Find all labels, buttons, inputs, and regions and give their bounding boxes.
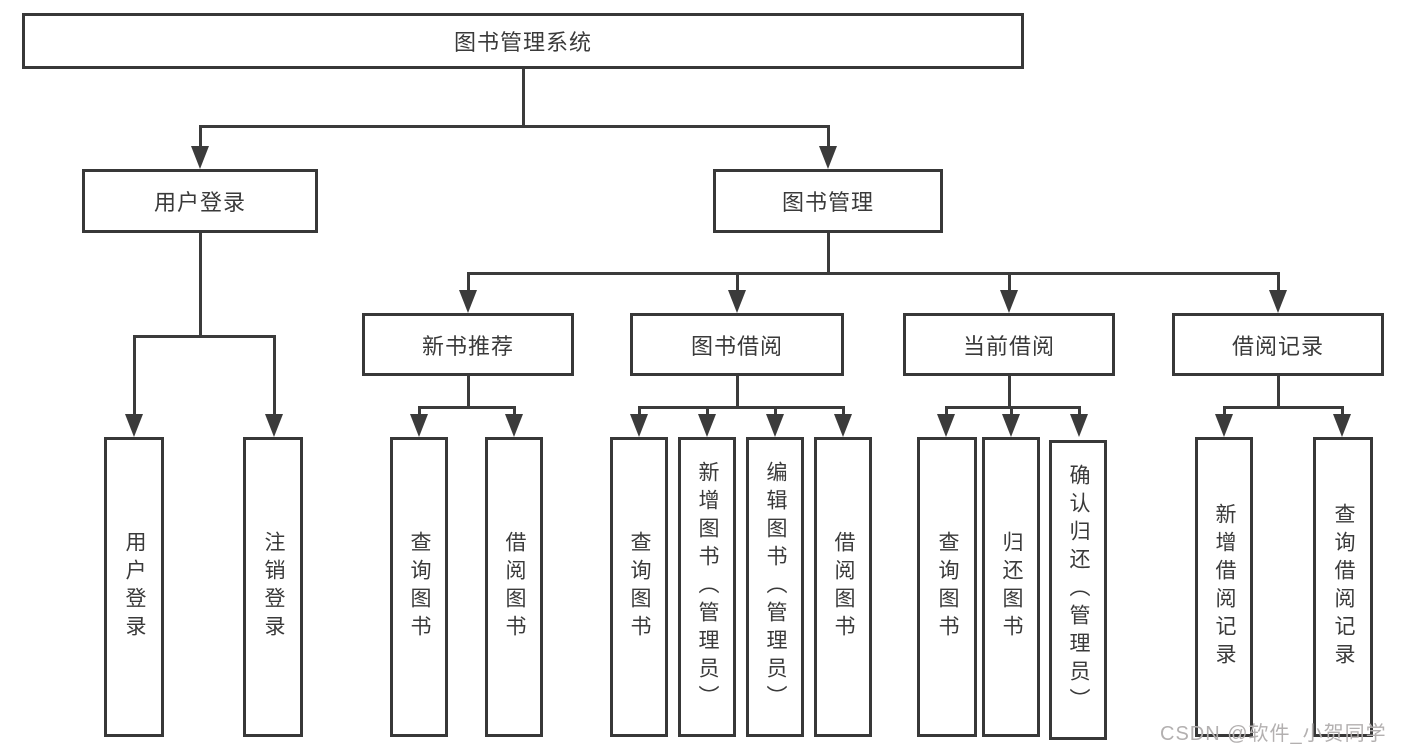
node-book-management: 图书管理 (713, 169, 943, 233)
leaf-query-borrow-record: 查询借阅记录 (1313, 437, 1373, 737)
leaf-borrow-books-2: 借阅图书 (814, 437, 872, 737)
connector-drop-new-books (466, 273, 470, 294)
arrowhead-book-management-icon (819, 146, 837, 169)
leaf-query-books-2-label: 查询图书 (628, 531, 651, 643)
leaf-borrow-books-1-label: 借阅图书 (503, 531, 526, 643)
connector-root-split (198, 124, 830, 128)
watermark: CSDN @软件_小贺同学 (1160, 723, 1387, 745)
connector-borrowing-records-split (1222, 405, 1344, 409)
connector-drop-current-borrowing (1007, 273, 1011, 294)
connector-drop-nb-borrow (512, 407, 516, 418)
leaf-query-books-2: 查询图书 (610, 437, 668, 737)
connector-drop-bb-edit (773, 407, 777, 418)
node-current-borrowing: 当前借阅 (903, 313, 1115, 376)
connector-book-management-stem (826, 233, 830, 273)
leaf-add-borrow-record: 新增借阅记录 (1195, 437, 1253, 737)
arrowhead-bb-edit-icon (766, 414, 784, 437)
arrowhead-bb-query-icon (630, 414, 648, 437)
connector-drop-leaf-logout (272, 337, 276, 418)
leaf-logout: 注销登录 (243, 437, 303, 737)
node-root: 图书管理系统 (22, 13, 1024, 69)
leaf-borrow-books-2-label: 借阅图书 (832, 531, 855, 643)
connector-new-books-stem (466, 376, 470, 407)
connector-drop-user-login (198, 126, 202, 150)
connector-drop-bb-borrow (841, 407, 845, 418)
connector-new-books-split (417, 405, 516, 409)
node-user-login: 用户登录 (82, 169, 318, 233)
connector-drop-leaf-user-login (132, 337, 136, 418)
leaf-add-book-admin-label: 新增图书（管理员） (696, 461, 719, 713)
connector-drop-nb-query (417, 407, 421, 418)
arrowhead-current-borrowing-icon (1000, 290, 1018, 313)
node-book-management-label: 图书管理 (781, 190, 874, 215)
leaf-add-borrow-record-label: 新增借阅记录 (1213, 503, 1236, 671)
arrowhead-bb-add-icon (698, 414, 716, 437)
connector-drop-bb-add (705, 407, 709, 418)
connector-drop-br-add (1222, 407, 1226, 418)
leaf-query-books-1-label: 查询图书 (408, 531, 431, 643)
connector-drop-bb-query (637, 407, 641, 418)
connector-root-stem (521, 69, 525, 127)
leaf-query-books-1: 查询图书 (390, 437, 448, 737)
leaf-return-books: 归还图书 (982, 437, 1040, 737)
node-new-book-recommend: 新书推荐 (362, 313, 574, 376)
arrowhead-borrowing-records-icon (1269, 290, 1287, 313)
node-current-borrowing-label: 当前借阅 (962, 333, 1055, 359)
node-book-borrowing: 图书借阅 (630, 313, 844, 376)
connector-drop-borrowing-records (1276, 273, 1280, 294)
arrowhead-nb-query-icon (410, 414, 428, 437)
connector-book-borrowing-stem2 (735, 376, 739, 407)
arrowhead-leaf-user-login-icon (125, 414, 143, 437)
connector-borrowing-records-stem2 (1276, 376, 1280, 407)
leaf-query-books-3-label: 查询图书 (936, 531, 959, 643)
leaf-user-login-label: 用户登录 (123, 531, 146, 643)
connector-book-management-split (466, 271, 1280, 275)
connector-book-borrowing-split (637, 405, 845, 409)
arrowhead-br-query-icon (1333, 414, 1351, 437)
connector-drop-br-query (1340, 407, 1344, 418)
connector-current-borrowing-stem2 (1007, 376, 1011, 407)
leaf-edit-book-admin: 编辑图书（管理员） (746, 437, 804, 737)
leaf-edit-book-admin-label: 编辑图书（管理员） (764, 461, 787, 713)
arrowhead-leaf-logout-icon (265, 414, 283, 437)
node-book-borrowing-label: 图书借阅 (690, 333, 783, 359)
arrowhead-new-books-icon (459, 290, 477, 313)
arrowhead-nb-borrow-icon (505, 414, 523, 437)
arrowhead-cb-return-icon (1002, 414, 1020, 437)
leaf-query-books-3: 查询图书 (917, 437, 977, 737)
leaf-return-books-label: 归还图书 (1000, 531, 1023, 643)
arrowhead-cb-confirm-icon (1070, 414, 1088, 437)
leaf-user-login: 用户登录 (104, 437, 164, 737)
leaf-borrow-books-1: 借阅图书 (485, 437, 543, 737)
node-user-login-label: 用户登录 (153, 190, 246, 215)
leaf-confirm-return-admin: 确认归还（管理员） (1049, 440, 1107, 740)
connector-drop-cb-return (1009, 407, 1013, 418)
arrowhead-user-login-icon (191, 146, 209, 169)
connector-user-login-stem (198, 233, 202, 337)
arrowhead-book-borrowing-icon (728, 290, 746, 313)
connector-user-login-split (132, 335, 276, 338)
arrowhead-bb-borrow-icon (834, 414, 852, 437)
connector-drop-book-management (826, 126, 830, 150)
leaf-query-borrow-record-label: 查询借阅记录 (1332, 503, 1355, 671)
leaf-add-book-admin: 新增图书（管理员） (678, 437, 736, 737)
leaf-logout-label: 注销登录 (262, 531, 285, 643)
connector-drop-cb-confirm (1077, 407, 1081, 418)
arrowhead-br-add-icon (1215, 414, 1233, 437)
connector-drop-cb-query (944, 407, 948, 418)
node-borrowing-records: 借阅记录 (1172, 313, 1384, 376)
connector-drop-book-borrowing (735, 273, 739, 294)
arrowhead-cb-query-icon (937, 414, 955, 437)
node-new-book-recommend-label: 新书推荐 (421, 333, 514, 359)
leaf-confirm-return-admin-label: 确认归还（管理员） (1067, 464, 1090, 716)
node-borrowing-records-label: 借阅记录 (1231, 333, 1324, 359)
connector-current-borrowing-split (944, 405, 1081, 409)
node-root-label: 图书管理系统 (453, 30, 592, 55)
